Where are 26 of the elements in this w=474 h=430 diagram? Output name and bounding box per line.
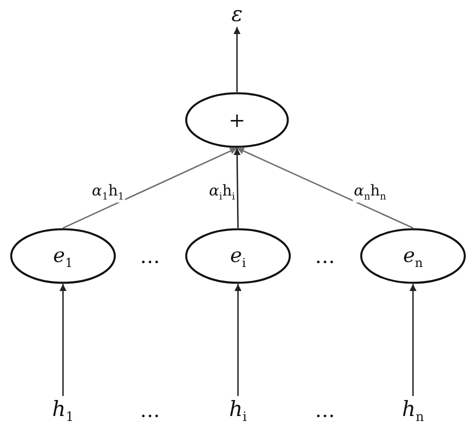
- arrow: [234, 148, 241, 228]
- ellipse-node: [360, 228, 466, 284]
- math-symbol: h$_{i}$: [229, 396, 247, 426]
- arrow: [234, 27, 240, 92]
- math-symbol: h$_{n}$: [402, 396, 424, 426]
- edge-label: α$_{n}$h$_{n}$: [352, 182, 388, 202]
- arrow: [236, 147, 414, 229]
- ellipse-node: [185, 92, 289, 148]
- ellipsis-label: …: [140, 244, 160, 268]
- ellipsis-label: …: [140, 398, 160, 422]
- ellipse-node: [10, 228, 116, 284]
- math-symbol: h$_{1}$: [52, 396, 74, 426]
- arrow: [410, 284, 416, 396]
- math-symbol: +: [228, 108, 246, 132]
- ellipsis-label: …: [315, 244, 335, 268]
- arrow: [60, 284, 66, 396]
- ellipse-node: [185, 228, 291, 284]
- edge-label: α$_{i}$h$_{i}$: [208, 182, 236, 202]
- math-symbol: ε: [231, 2, 243, 26]
- edge-label: α$_{1}$h$_{1}$: [90, 182, 126, 202]
- math-symbol: e$_{n}$: [403, 242, 423, 270]
- math-symbol: e$_{1}$: [53, 242, 73, 270]
- arrow: [234, 284, 242, 396]
- math-symbol: e$_{i}$: [230, 242, 246, 270]
- ellipsis-label: …: [315, 398, 335, 422]
- arrow: [62, 147, 238, 229]
